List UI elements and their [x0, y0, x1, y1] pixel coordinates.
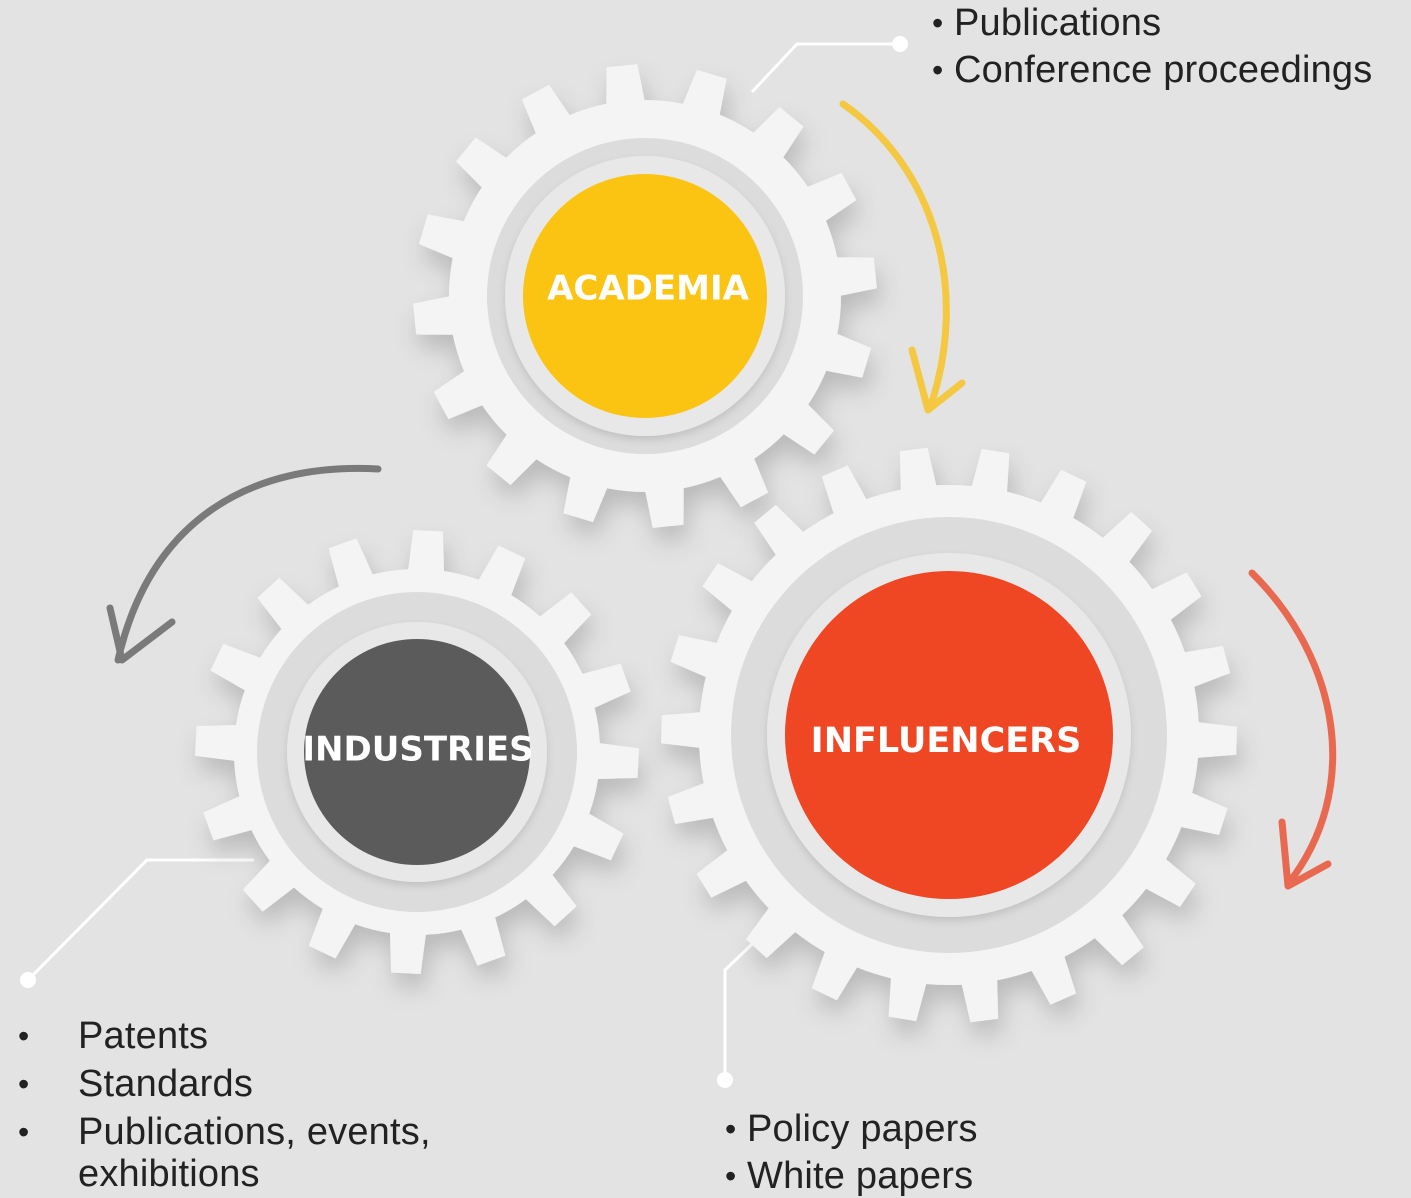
- curved-arrows: [106, 100, 1337, 890]
- industries-hub: [304, 639, 530, 865]
- arrow-academia-to-influencers: [839, 100, 966, 414]
- influencers-hub: [785, 571, 1113, 899]
- list-item: Publications: [932, 0, 1372, 47]
- list-item: Publications, events, exhibitions: [18, 1108, 431, 1198]
- list-item: White papers: [725, 1153, 978, 1198]
- influencers-output-list: Policy papers White papers: [725, 1106, 978, 1198]
- list-item: Conference proceedings: [932, 47, 1372, 94]
- connector-academia-dot: [892, 36, 908, 52]
- academia-hub: [523, 174, 767, 418]
- connector-academia: [750, 42, 900, 94]
- arrow-academia-to-industries: [106, 464, 382, 664]
- academia-output-list: Publications Conference proceedings: [932, 0, 1372, 94]
- industries-output-list: Patents Standards Publications, events, …: [18, 1012, 431, 1198]
- connector-industries-dot: [20, 972, 36, 988]
- industries-label: INDUSTRIES: [302, 730, 533, 770]
- connector-industries: [26, 858, 254, 982]
- academia-label: ACADEMIA: [547, 269, 750, 309]
- list-item: Patents: [18, 1012, 431, 1060]
- list-item: Standards: [18, 1060, 431, 1108]
- influencers-label: INFLUENCERS: [811, 721, 1082, 761]
- list-item-text: Publications, events,: [78, 1111, 431, 1153]
- list-item-continuation: exhibitions: [78, 1153, 260, 1195]
- connector-influencers-dot: [717, 1072, 733, 1088]
- arrow-influencers-outward: [1248, 569, 1337, 890]
- list-item: Policy papers: [725, 1106, 978, 1153]
